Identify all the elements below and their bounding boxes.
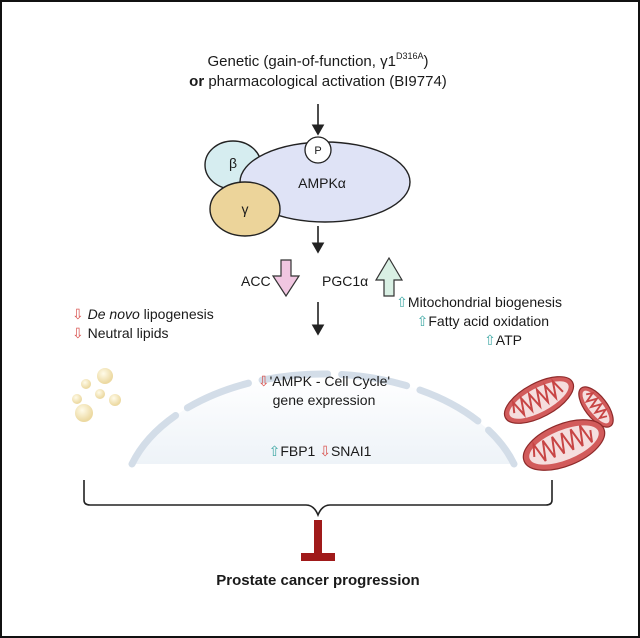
phospho-label: P [314,145,321,157]
brace [83,480,553,518]
gamma-subunit [209,181,281,237]
nuclear-envelope [128,370,518,468]
pgc1a-label: PGC1α [322,273,368,289]
phospho-site [304,136,332,164]
left-effect-2: ⇩ Neutral lipids [72,325,169,341]
lipid-droplet [81,379,91,389]
gene-expression-line-2: gene expression [273,392,376,408]
beta-label: β [229,155,237,171]
acc-down-arrow [271,259,301,298]
ampk-complex: P AMPKα β γ [204,136,411,237]
inhibition-symbol [301,520,335,561]
gamma-label: γ [242,201,249,217]
mitochondria [503,376,614,471]
lipid-droplet [75,404,93,422]
lipid-droplet [72,394,82,404]
right-effect-1: ⇧Mitochondrial biogenesis [396,294,562,310]
lipid-droplet [109,394,121,406]
activation-line-2: or pharmacological activation (BI9774) [189,73,447,90]
fbp1-snai1-line: ⇧FBP1 ⇩SNAI1 [269,443,372,459]
lipid-droplet [97,368,113,384]
outcome-label: Prostate cancer progression [216,572,419,589]
ampk-alpha-label: AMPKα [298,175,346,191]
mitochondrion [578,386,614,428]
left-effect-1: ⇩ De novo lipogenesis [72,306,214,322]
right-effect-2: ⇧Fatty acid oxidation [417,313,549,329]
mitochondrion [522,419,606,471]
activation-line-1: Genetic (gain-of-function, γ1D316A) [208,51,429,70]
nucleus: ⇩'AMPK - Cell Cycle' gene expression ⇧FB… [128,370,518,468]
gene-expression-line-1: ⇩'AMPK - Cell Cycle' [258,373,390,389]
acc-label: ACC [241,273,271,289]
right-effect-3: ⇧ATP [484,332,522,348]
mitochondrion [503,376,575,424]
pgc1a-up-arrow [374,256,404,297]
lipid-droplets [72,368,121,422]
nucleus-interior [132,373,514,464]
lipid-droplet [95,389,105,399]
